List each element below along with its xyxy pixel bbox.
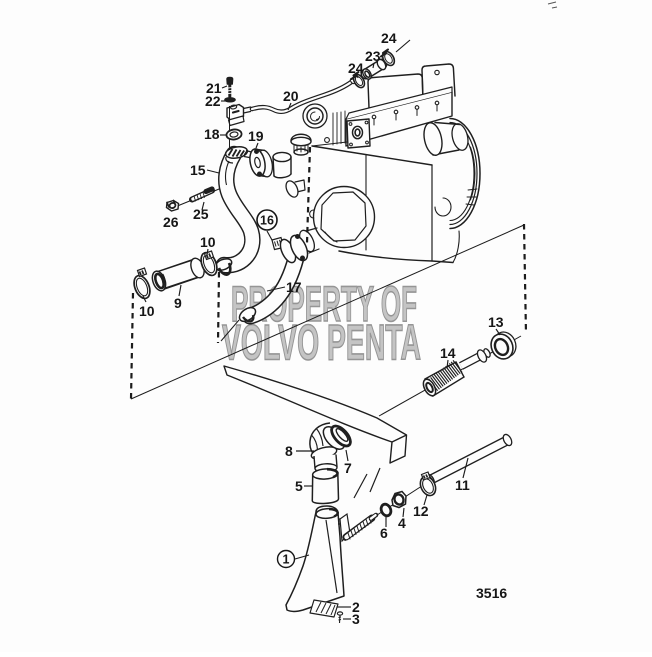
svg-text:5: 5 xyxy=(295,478,303,494)
svg-text:1: 1 xyxy=(283,553,290,567)
svg-text:20: 20 xyxy=(283,88,299,104)
svg-text:6: 6 xyxy=(380,525,388,541)
svg-text:16: 16 xyxy=(260,214,274,228)
svg-text:23: 23 xyxy=(365,48,381,64)
svg-text:3: 3 xyxy=(352,611,360,627)
svg-text:18: 18 xyxy=(204,126,220,142)
svg-text:2: 2 xyxy=(352,599,360,615)
svg-text:3516: 3516 xyxy=(476,585,507,601)
svg-text:4: 4 xyxy=(398,515,406,531)
svg-text:19: 19 xyxy=(248,128,264,144)
svg-text:21: 21 xyxy=(206,80,222,96)
svg-text:8: 8 xyxy=(285,443,293,459)
svg-text:24: 24 xyxy=(348,60,364,76)
svg-text:9: 9 xyxy=(174,295,182,311)
svg-text:10: 10 xyxy=(139,303,155,319)
svg-text:15: 15 xyxy=(190,162,206,178)
svg-text:11: 11 xyxy=(455,477,470,493)
svg-text:12: 12 xyxy=(413,503,429,519)
svg-text:10: 10 xyxy=(200,234,216,250)
svg-text:7: 7 xyxy=(344,460,352,476)
svg-text:22: 22 xyxy=(205,93,221,109)
svg-text:24: 24 xyxy=(381,30,397,46)
svg-text:VOLVO PENTA: VOLVO PENTA xyxy=(222,315,421,371)
svg-text:13: 13 xyxy=(488,314,504,330)
svg-text:17: 17 xyxy=(286,279,302,295)
svg-text:26: 26 xyxy=(163,214,179,230)
svg-text:14: 14 xyxy=(440,345,456,361)
svg-text:25: 25 xyxy=(193,206,209,222)
